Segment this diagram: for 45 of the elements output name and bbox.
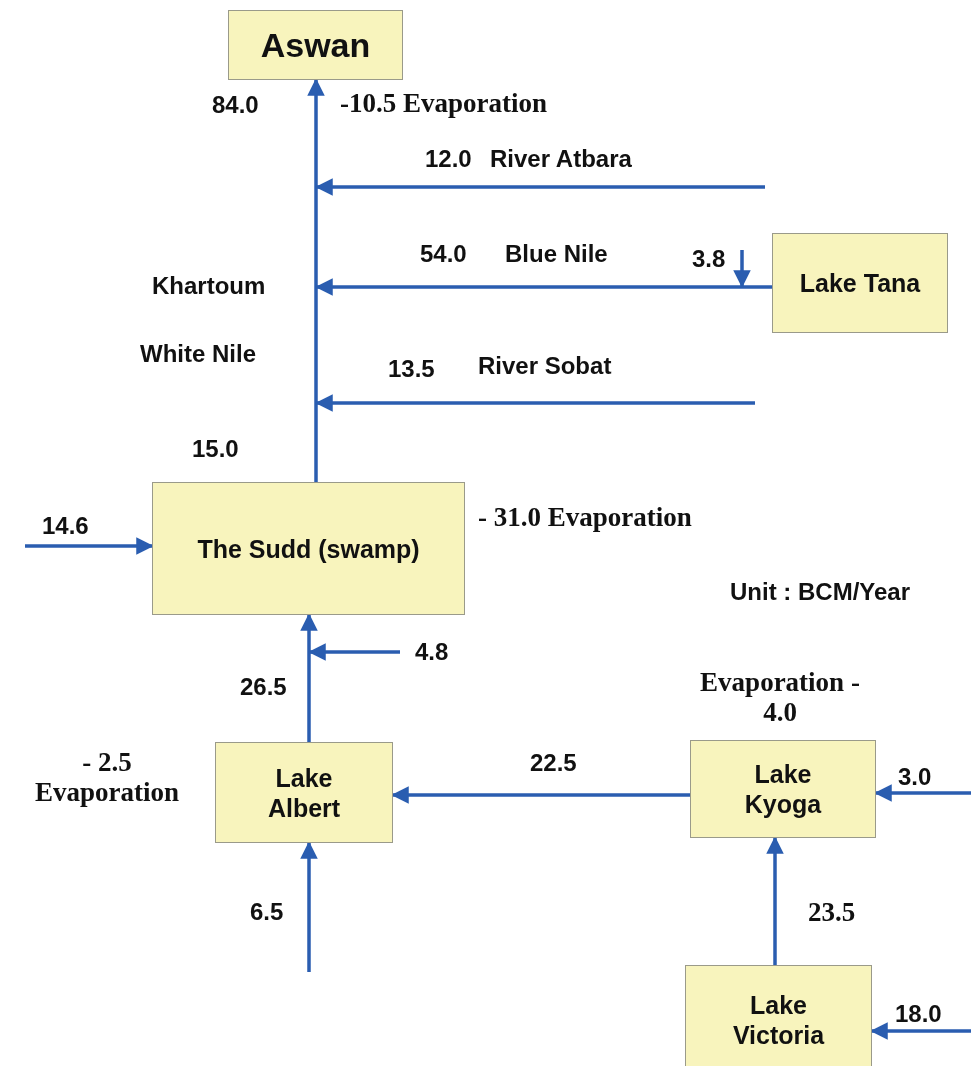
edge-label: 26.5 bbox=[240, 674, 287, 701]
edge-label: 22.5 bbox=[530, 750, 577, 777]
arrow bbox=[766, 836, 784, 965]
lake-box bbox=[685, 965, 872, 1066]
node-label: Lake Victoria bbox=[731, 990, 826, 1050]
arrow bbox=[25, 537, 154, 555]
arrow bbox=[307, 78, 325, 482]
diagram-label: 4.8 bbox=[415, 639, 449, 666]
node-label: Aswan bbox=[260, 24, 371, 66]
diagram-label: River Sobat bbox=[478, 353, 612, 380]
edge-label: 18.0 bbox=[895, 1001, 942, 1028]
node-label: Lake Kyoga bbox=[743, 759, 823, 819]
arrow bbox=[315, 278, 772, 296]
edge-label: 6.5 bbox=[250, 899, 284, 926]
diagram-label: River Atbara bbox=[490, 146, 632, 173]
lake-box bbox=[690, 740, 876, 838]
lake-box bbox=[152, 482, 465, 615]
diagram-label: White Nile bbox=[140, 341, 256, 368]
arrow bbox=[300, 841, 318, 972]
diagram-label: Blue Nile bbox=[505, 241, 608, 268]
edge-label: 54.0 bbox=[420, 241, 467, 268]
lake-box bbox=[228, 10, 403, 80]
evaporation-note: - 31.0 Evaporation bbox=[478, 503, 692, 533]
diagram-label: 13.5 bbox=[388, 356, 435, 383]
diagram-label: 3.8 bbox=[692, 246, 726, 273]
arrow bbox=[391, 786, 690, 804]
arrow bbox=[874, 784, 971, 802]
diagram-label: -10.5 Evaporation bbox=[340, 89, 547, 119]
edge-label: 14.6 bbox=[42, 513, 89, 540]
node-label: The Sudd (swamp) bbox=[197, 533, 420, 564]
node-label: Lake Tana bbox=[799, 268, 921, 298]
diagram-label: 84.0 bbox=[212, 92, 259, 119]
evaporation-note: Evaporation - 4.0 bbox=[700, 668, 860, 728]
arrow bbox=[300, 613, 318, 742]
diagram-label: Khartoum bbox=[152, 273, 266, 300]
lake-box bbox=[772, 233, 948, 333]
evaporation-note: - 2.5 Evaporation bbox=[34, 748, 180, 808]
diagram-label: Unit : BCM/Year bbox=[730, 579, 911, 606]
arrow bbox=[870, 1022, 971, 1040]
diagram-label: 15.0 bbox=[192, 436, 239, 463]
edge-label: 3.0 bbox=[898, 764, 932, 791]
lake-box bbox=[215, 742, 393, 843]
node-label: Lake Albert bbox=[266, 762, 342, 823]
edge-label: 23.5 bbox=[808, 898, 856, 928]
diagram-label: 12.0 bbox=[425, 146, 472, 173]
